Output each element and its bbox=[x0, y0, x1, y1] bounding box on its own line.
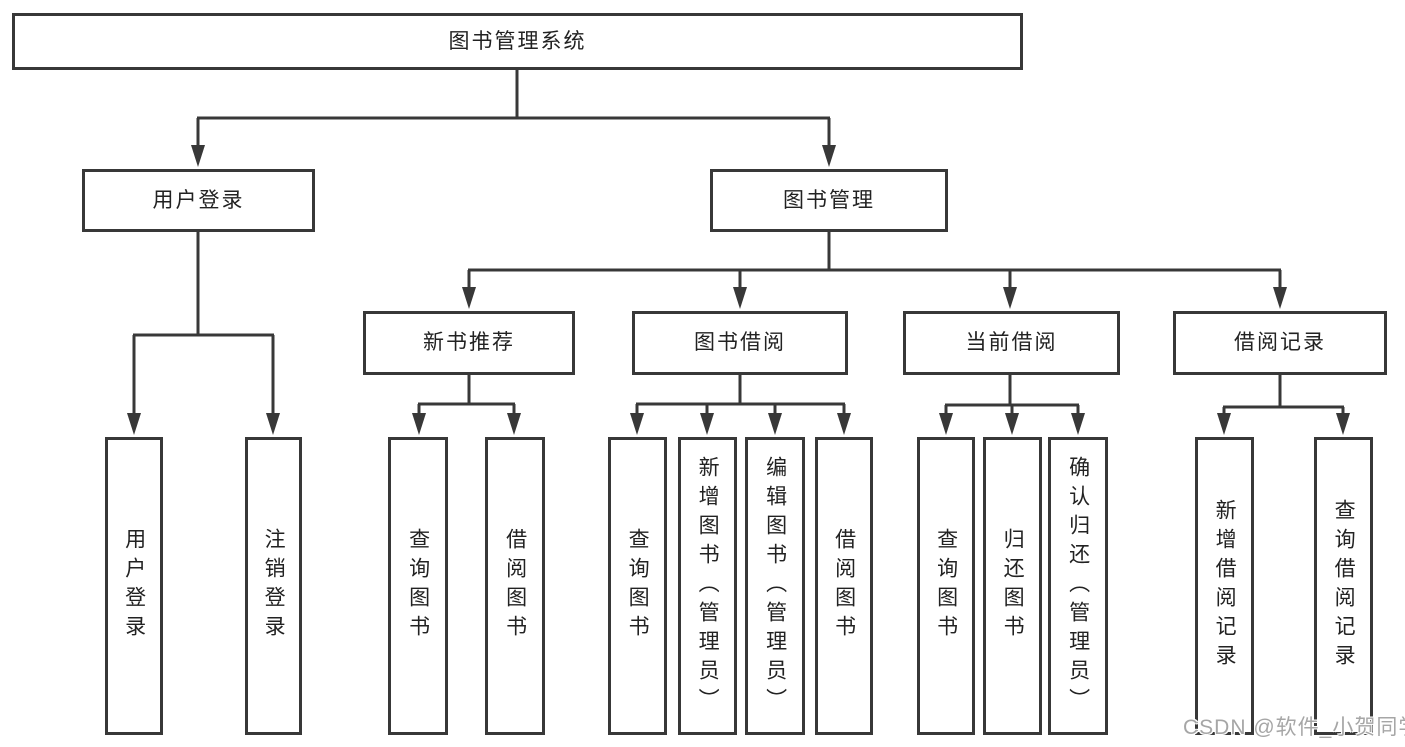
leaf-borrow-books-recommend: 借阅图书 bbox=[485, 437, 545, 735]
node-borrow-records: 借阅记录 bbox=[1173, 311, 1387, 375]
leaf-borrow-books: 借阅图书 bbox=[815, 437, 873, 735]
edge-current-borrow-split bbox=[944, 375, 1080, 416]
edge-book-mgmt-split bbox=[467, 232, 1282, 289]
edge-book-borrow-split bbox=[635, 375, 846, 415]
leaf-add-borrow-record: 新增借阅记录 bbox=[1195, 437, 1254, 735]
node-library-management-system: 图书管理系统 bbox=[12, 13, 1023, 70]
node-user-login: 用户登录 bbox=[82, 169, 315, 232]
leaf-edit-books-admin: 编辑图书（管理员） bbox=[745, 437, 805, 735]
leaf-confirm-return-admin: 确认归还（管理员） bbox=[1048, 437, 1108, 735]
leaf-query-borrow-record: 查询借阅记录 bbox=[1314, 437, 1373, 735]
leaf-query-books-borrow: 查询图书 bbox=[608, 437, 667, 735]
leaf-user-login: 用户登录 bbox=[105, 437, 163, 735]
leaf-add-books-admin: 新增图书（管理员） bbox=[678, 437, 737, 735]
node-book-borrow: 图书借阅 bbox=[632, 311, 848, 375]
edge-root-split bbox=[196, 70, 831, 147]
edge-borrow-records-split bbox=[1222, 375, 1345, 416]
leaf-query-books-recommend: 查询图书 bbox=[388, 437, 448, 735]
node-new-book-recommend: 新书推荐 bbox=[363, 311, 575, 375]
node-book-management: 图书管理 bbox=[710, 169, 948, 232]
arrowheads bbox=[127, 145, 1350, 435]
edge-user-login-split bbox=[132, 232, 275, 415]
leaf-return-books: 归还图书 bbox=[983, 437, 1042, 735]
node-current-borrow: 当前借阅 bbox=[903, 311, 1120, 375]
csdn-watermark: CSDN @软件_小贺同学 bbox=[1183, 716, 1405, 739]
leaf-query-books-current: 查询图书 bbox=[917, 437, 975, 735]
leaf-logout: 注销登录 bbox=[245, 437, 302, 735]
edge-new-book-split bbox=[417, 375, 516, 415]
